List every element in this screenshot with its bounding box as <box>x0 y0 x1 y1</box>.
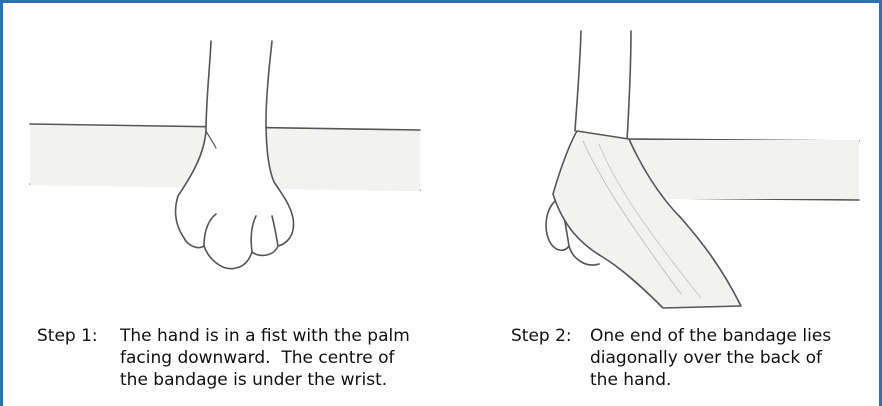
step2-caption: Step 2: One end of the bandage lies diag… <box>511 325 831 391</box>
step2-line1: One end of the bandage lies <box>590 325 831 347</box>
step2-illustration <box>541 6 861 311</box>
step2-line3: the hand. <box>511 369 831 391</box>
step1-line1: The hand is in a fist with the palm <box>120 325 410 347</box>
step1-line2: facing downward. The centre of <box>37 347 410 369</box>
step1-line3: the bandage is under the wrist. <box>37 369 410 391</box>
step2-line2: diagonally over the back of <box>511 347 831 369</box>
step1-label: Step 1: <box>37 325 120 347</box>
step1-caption: Step 1: The hand is in a fist with the p… <box>37 325 410 391</box>
step2-label: Step 2: <box>511 325 590 347</box>
step1-illustration <box>28 6 423 296</box>
